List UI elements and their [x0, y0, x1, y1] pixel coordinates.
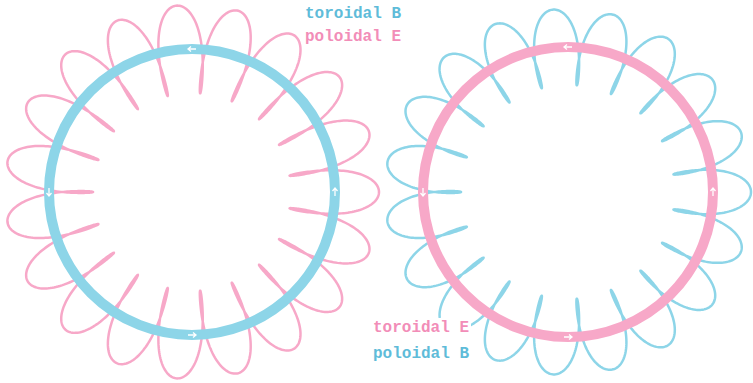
direction-arrow	[421, 188, 426, 196]
direction-arrow	[188, 47, 196, 52]
field-label: toroidal E	[371, 318, 471, 338]
field-label: poloidal B	[371, 344, 471, 364]
direction-arrow	[711, 188, 716, 196]
toroidal-ring	[49, 49, 335, 335]
direction-arrow	[188, 333, 196, 338]
poloidal-loops	[7, 6, 379, 379]
field-label: poloidal E	[303, 27, 403, 47]
toroidal-ring	[423, 47, 713, 337]
direction-arrow	[47, 188, 52, 196]
direction-arrow	[564, 335, 572, 340]
field-label: toroidal B	[303, 4, 403, 24]
left-torus	[7, 6, 379, 379]
direction-arrow	[564, 45, 572, 50]
direction-arrow	[333, 188, 338, 196]
